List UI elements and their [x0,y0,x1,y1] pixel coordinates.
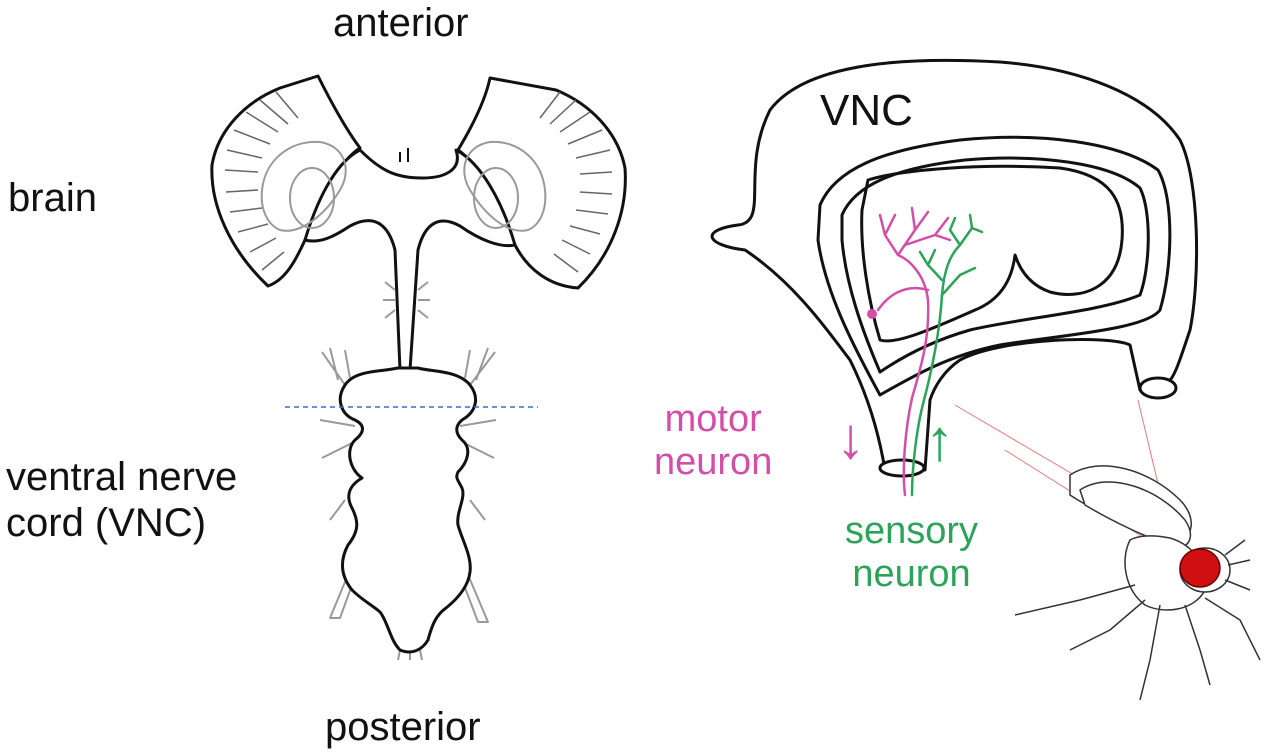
motor-neuron-label: motor neuron [654,398,772,483]
vnc-outline [338,366,478,654]
vnc-section-label: VNC [820,86,913,135]
sensory-label-line1: sensory [845,510,979,552]
sensory-label-line2: neuron [852,552,971,595]
vnc-section-inner [860,164,1124,343]
sensory-arrow-up-icon: ↑ [925,408,954,473]
vnc-cross-section [710,58,1199,478]
motor-neuron [867,206,952,497]
motor-label-line1: motor [664,398,762,440]
posterior-label: posterior [325,705,481,749]
central-brain [303,148,517,372]
vnc-section-body [710,58,1199,472]
anterior-label: anterior [333,1,469,45]
motor-arrow-down-icon: ↓ [836,406,865,471]
vnc-label: ventral nerve cord (VNC) [6,454,237,546]
brain-label: brain [8,176,97,220]
vnc-label-line1: ventral nerve [6,455,238,499]
fly-icon [1014,465,1261,701]
right-optic-lobe [456,76,627,290]
vnc-label-line2: cord (VNC) [6,501,207,545]
sensory-neuron [910,213,984,497]
sensory-neuron-label: sensory neuron [845,510,978,595]
ventral-nerve-cord [319,281,497,661]
fly-eye [1179,548,1221,588]
brain [210,74,627,372]
motor-label-line2: neuron [654,440,773,483]
